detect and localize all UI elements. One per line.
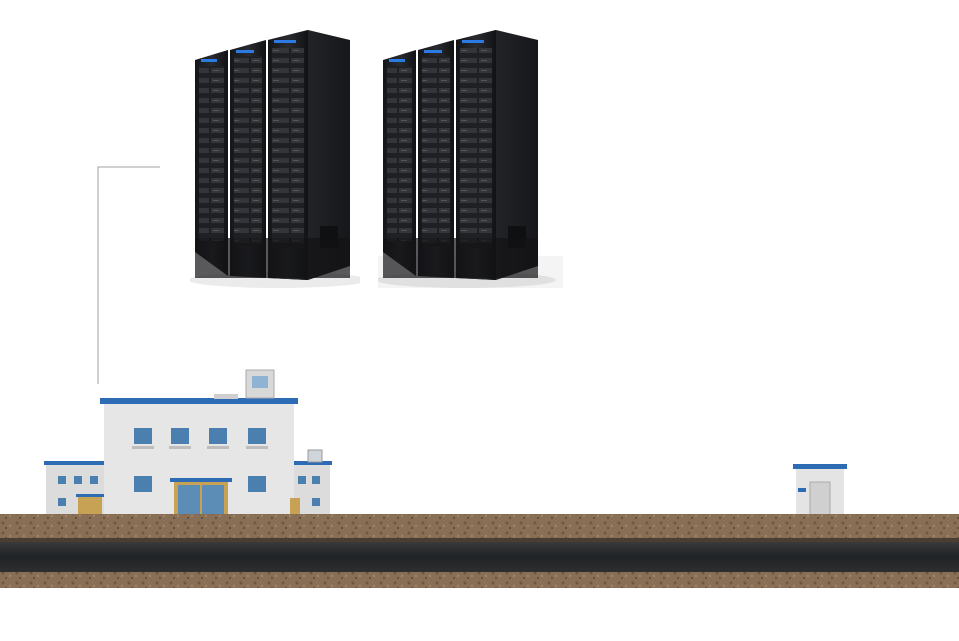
- ground-soil-strata: [0, 514, 959, 588]
- main-building: [44, 369, 332, 518]
- small-utility-hut: [793, 464, 847, 517]
- server-rack-group-left: [190, 30, 360, 288]
- server-rack-group-right: [378, 30, 563, 288]
